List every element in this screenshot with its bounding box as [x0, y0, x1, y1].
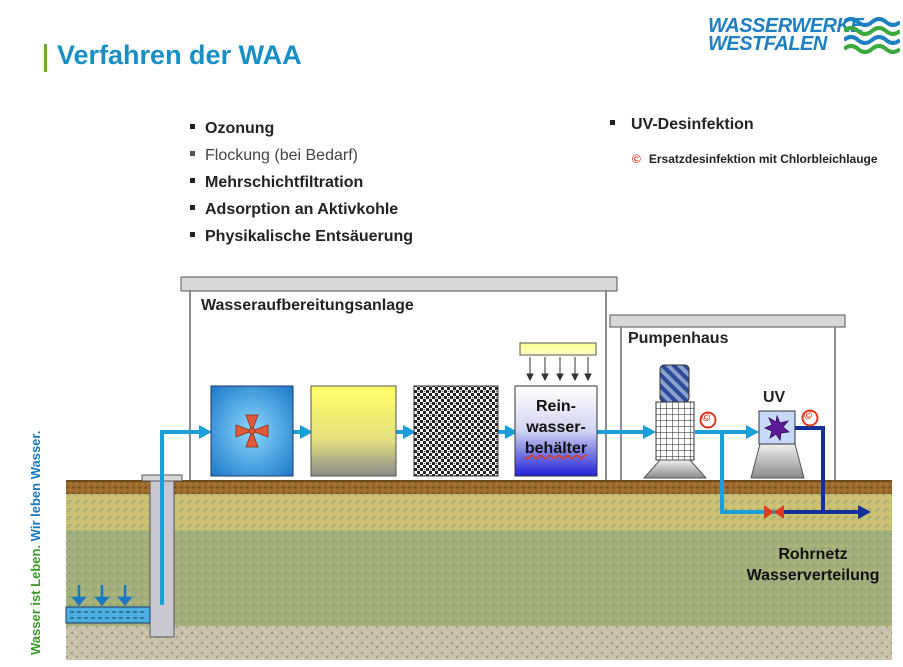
activated-carbon-filter	[413, 385, 499, 477]
list-item-label: Mehrschichtfiltration	[205, 174, 364, 191]
clear-tank-line-1: Rein-	[536, 398, 576, 415]
pumphouse-roof	[609, 314, 846, 328]
company-logo: WASSERWERKE WESTFALEN	[708, 14, 900, 58]
flow-arrows	[199, 425, 759, 439]
groundwater-intake	[65, 606, 151, 624]
bullet-icon	[190, 151, 195, 157]
chlor-list-item: © Ersatzdesinfektion mit Chlorbleichlauge	[632, 152, 878, 166]
bullet-icon	[190, 178, 195, 184]
uv-lamp-icon	[763, 414, 790, 442]
list-item: Ozonung	[190, 115, 413, 142]
uv-unit	[750, 410, 805, 479]
list-item-label: Flockung (bei Bedarf)	[205, 147, 358, 164]
plant-roof	[180, 276, 618, 292]
logo-line-1: WASSERWERKE	[708, 15, 864, 37]
chlor-symbol: ©	[632, 152, 641, 166]
page-title: Verfahren der WAA	[57, 40, 302, 70]
list-item-label: Ozonung	[205, 120, 275, 137]
list-item: Physikalische Entsäuerung	[190, 223, 413, 250]
ozone-reactor	[210, 385, 294, 477]
title-accent-bar	[44, 44, 47, 72]
list-item: Mehrschichtfiltration	[190, 169, 413, 196]
infiltration-arrows	[71, 585, 133, 606]
pump-house-building	[609, 314, 846, 480]
chlor-list-label: Ersatzdesinfektion mit Chlorbleichlauge	[648, 152, 878, 166]
distribution-pipe	[780, 426, 860, 514]
bullet-icon	[190, 232, 195, 238]
clear-tank-line-3: behälter	[524, 440, 588, 457]
network-line-2: Wasserverteilung	[746, 567, 880, 584]
aquifer-layer	[66, 530, 892, 626]
bullet-icon	[190, 124, 195, 130]
pump-base	[642, 459, 708, 479]
network-line-1: Rohrnetz	[778, 546, 848, 563]
plant-label: Wasseraufbereitungsanlage	[201, 297, 414, 314]
uv-list-label: UV-Desinfektion	[631, 116, 754, 133]
pump-motor	[659, 364, 690, 403]
list-item: Flockung (bei Bedarf)	[190, 142, 413, 169]
treatment-plant-building	[180, 276, 618, 480]
chlor-dosing-icon	[699, 409, 819, 429]
bullet-icon	[190, 205, 195, 211]
uv-base	[750, 443, 805, 479]
list-item-label: Physikalische Entsäuerung	[205, 228, 414, 245]
bedrock-layer	[66, 626, 892, 660]
uv-label: UV	[763, 389, 786, 406]
chlor-symbol-1: ©	[702, 412, 711, 424]
aeration-unit	[519, 342, 597, 382]
uv-list-item: UV-Desinfektion	[610, 116, 754, 134]
logo-wave-icon	[844, 17, 900, 54]
network-arrow	[858, 505, 871, 519]
bullet-icon	[610, 120, 615, 126]
list-item-label: Adsorption an Aktivkohle	[205, 201, 399, 218]
logo-line-2: WESTFALEN	[708, 33, 827, 55]
network-label: Rohrnetz Wasserverteilung	[730, 544, 896, 586]
clear-water-tank	[514, 385, 598, 477]
flocculation-tank	[310, 385, 397, 477]
pump	[642, 364, 708, 479]
pump-body	[655, 401, 695, 461]
clear-tank-label: Rein- wasser- behälter	[515, 396, 597, 459]
clear-tank-line-2: wasser-	[526, 419, 586, 436]
mixer-icon	[235, 414, 269, 448]
pump-house-label: Pumpenhaus	[628, 330, 729, 347]
list-item: Adsorption an Aktivkohle	[190, 196, 413, 223]
valve-icon	[764, 505, 784, 519]
process-list: Ozonung Flockung (bei Bedarf) Mehrschich…	[190, 115, 413, 250]
chlor-symbol-2: ©	[804, 410, 813, 422]
topsoil-layer	[66, 480, 892, 494]
